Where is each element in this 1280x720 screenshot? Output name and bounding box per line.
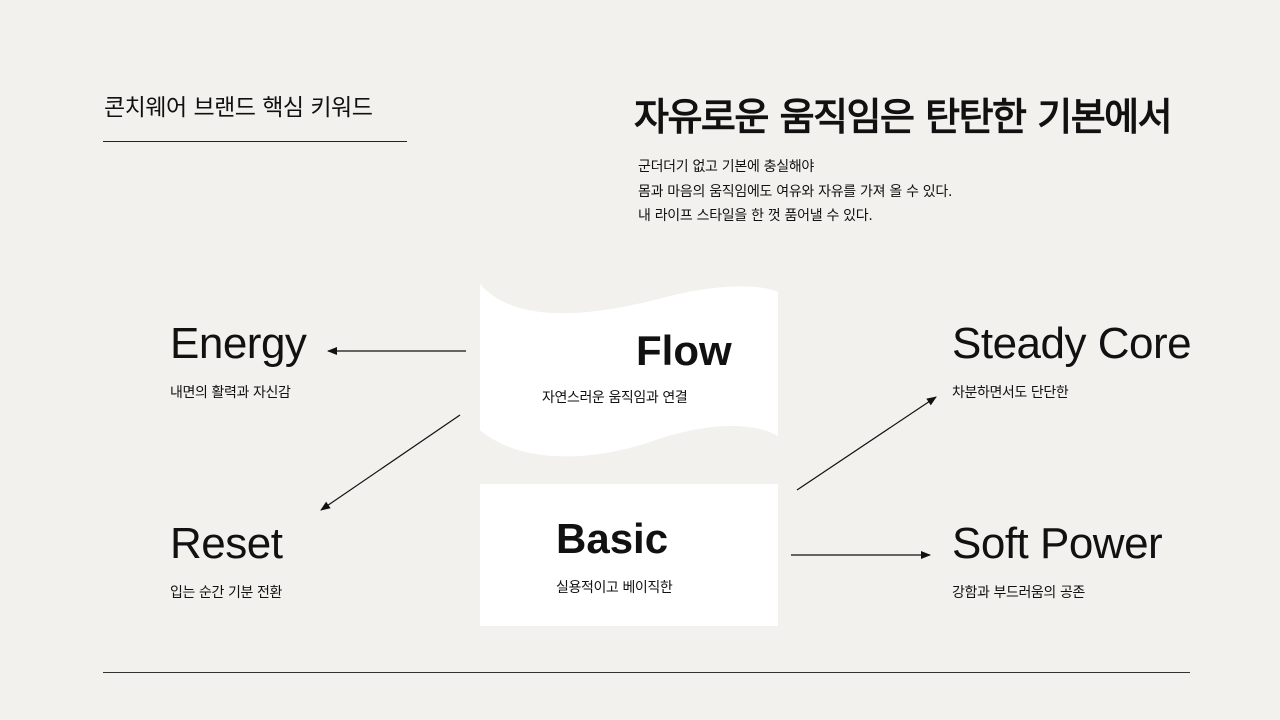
basic-subtitle: 실용적이고 베이직한: [556, 580, 673, 596]
reset-title: Reset: [170, 519, 283, 568]
description-line-1: 군더더기 없고 기본에 충실해야: [638, 159, 814, 175]
energy-title: Energy: [170, 319, 307, 368]
steady-core-subtitle: 차분하면서도 단단한: [952, 385, 1069, 401]
description-line-2: 몸과 마음의 움직임에도 여유와 자유를 가져 올 수 있다.: [638, 183, 953, 200]
headline: 자유로운 움직임은 탄탄한 기본에서: [634, 95, 1173, 139]
flow-subtitle: 자연스러운 움직임과 연결: [542, 390, 688, 406]
basic-box: [480, 484, 778, 626]
soft-power-title: Soft Power: [952, 519, 1163, 568]
energy-subtitle: 내면의 활력과 자신감: [170, 385, 291, 401]
flow-wave-shape: [480, 284, 778, 457]
description-line-3: 내 라이프 스타일을 한 껏 품어낼 수 있다.: [638, 208, 873, 224]
arrow-to-steady-core: [796, 396, 937, 491]
soft-power-subtitle: 강함과 부드러움의 공존: [952, 585, 1085, 601]
footer-divider: [103, 672, 1190, 673]
title-underline: [103, 141, 407, 142]
flow-title: Flow: [636, 327, 732, 374]
reset-subtitle: 입는 순간 기분 전환: [170, 585, 282, 601]
arrow-to-reset: [320, 414, 461, 511]
description: 군더더기 없고 기본에 충실해야 몸과 마음의 움직임에도 여유와 자유를 가져…: [638, 155, 952, 229]
basic-title: Basic: [556, 515, 669, 562]
steady-core-title: Steady Core: [952, 319, 1192, 368]
section-title: 콘치웨어 브랜드 핵심 키워드: [104, 95, 373, 121]
